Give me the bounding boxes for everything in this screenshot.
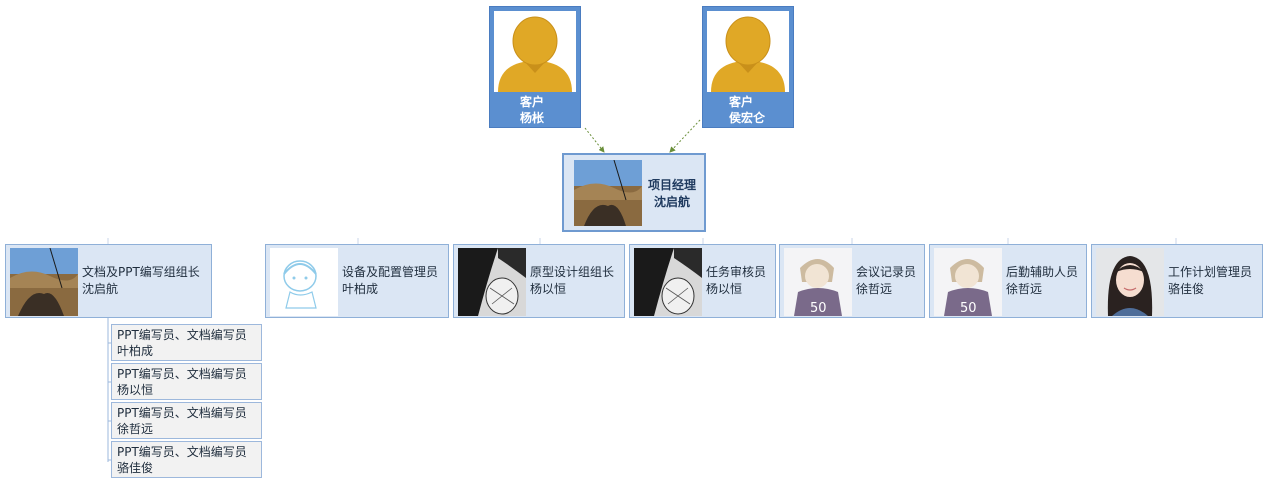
role-card-task-reviewer[interactable]: 任务审核员 杨以恒 xyxy=(629,244,776,318)
sub-item-4-title: PPT编写员、文档编写员 xyxy=(117,445,247,459)
sub-item-1-name: 叶柏成 xyxy=(117,344,154,358)
role-4-title: 任务审核员 xyxy=(706,265,767,279)
role-2-title: 设备及配置管理员 xyxy=(342,265,439,279)
customer-2-title: 客户 xyxy=(729,95,754,109)
sub-item-2[interactable]: PPT编写员、文档编写员 杨以恒 xyxy=(111,363,262,400)
role-card-logistics-assistant[interactable]: 50 后勤辅助人员 徐哲远 xyxy=(929,244,1087,318)
person-silhouette-icon xyxy=(494,11,576,92)
role-6-name: 徐哲远 xyxy=(1006,282,1043,296)
sub-item-2-title: PPT编写员、文档编写员 xyxy=(117,367,247,381)
customer-1-name: 杨枨 xyxy=(520,111,545,125)
project-manager-card[interactable]: 项目经理 沈启航 xyxy=(562,153,706,232)
role-3-title: 原型设计组组长 xyxy=(530,265,615,279)
role-1-title: 文档及PPT编写组组长 xyxy=(82,265,200,279)
customer1-connector xyxy=(584,127,605,153)
manager-title: 项目经理 xyxy=(647,178,696,192)
role-1-name: 沈启航 xyxy=(82,282,119,296)
customer-2-name: 侯宏仑 xyxy=(729,111,766,125)
sub-item-4-name: 骆佳俊 xyxy=(117,461,154,475)
role-3-name: 杨以恒 xyxy=(530,282,567,296)
role-card-meeting-recorder[interactable]: 50 会议记录员 徐哲远 xyxy=(779,244,925,318)
svg-text:50: 50 xyxy=(960,301,977,316)
person-silhouette-icon xyxy=(707,11,789,92)
anime-boy-jersey-photo: 50 xyxy=(784,248,852,316)
sub-item-4[interactable]: PPT编写员、文档编写员 骆佳俊 xyxy=(111,441,262,478)
role-card-doc-ppt-lead[interactable]: 文档及PPT编写组组长 沈启航 xyxy=(5,244,212,318)
sub-item-3-name: 徐哲远 xyxy=(117,422,154,436)
role-2-name: 叶柏成 xyxy=(342,282,379,296)
role-7-name: 骆佳俊 xyxy=(1168,282,1205,296)
anime-boy-sketch-photo xyxy=(270,248,338,316)
bw-portrait-photo xyxy=(634,248,702,316)
role-4-name: 杨以恒 xyxy=(706,282,743,296)
sub-item-1[interactable]: PPT编写员、文档编写员 叶柏成 xyxy=(111,324,262,361)
role-card-prototype-lead[interactable]: 原型设计组组长 杨以恒 xyxy=(453,244,625,318)
svg-text:50: 50 xyxy=(810,301,827,316)
sub-item-2-name: 杨以恒 xyxy=(117,383,154,397)
girl-portrait-photo xyxy=(1096,248,1164,316)
manager-name: 沈启航 xyxy=(653,195,690,209)
role-5-name: 徐哲远 xyxy=(856,282,893,296)
landscape-photo xyxy=(10,248,78,316)
anime-boy-jersey-photo: 50 xyxy=(934,248,1002,316)
role-card-work-plan-admin[interactable]: 工作计划管理员 骆佳俊 xyxy=(1091,244,1263,318)
role-6-title: 后勤辅助人员 xyxy=(1006,265,1079,279)
sub-item-3[interactable]: PPT编写员、文档编写员 徐哲远 xyxy=(111,402,262,439)
landscape-photo xyxy=(574,160,642,226)
sub-item-3-title: PPT编写员、文档编写员 xyxy=(117,406,247,420)
bw-portrait-photo xyxy=(458,248,526,316)
customer-card-2[interactable]: 客户 侯宏仑 xyxy=(702,6,794,128)
customer2-connector xyxy=(669,119,701,153)
role-5-title: 会议记录员 xyxy=(856,265,917,279)
customer-1-title: 客户 xyxy=(520,95,545,109)
role-7-title: 工作计划管理员 xyxy=(1168,265,1253,279)
sub-item-1-title: PPT编写员、文档编写员 xyxy=(117,328,247,342)
customer-card-1[interactable]: 客户 杨枨 xyxy=(489,6,581,128)
role-card-device-config-admin[interactable]: 设备及配置管理员 叶柏成 xyxy=(265,244,449,318)
